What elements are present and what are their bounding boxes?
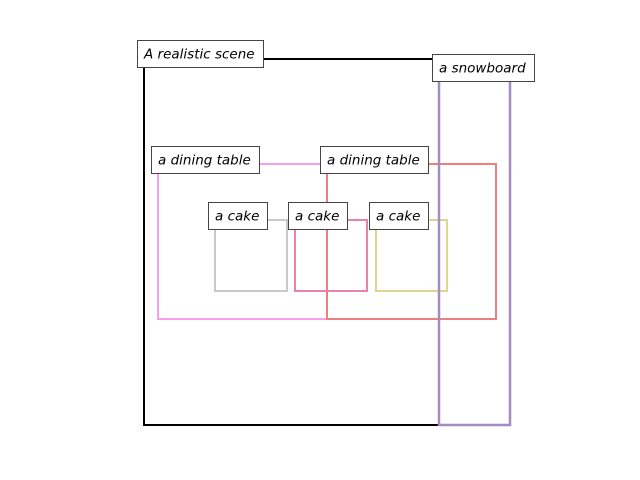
region-label-cake-1: a cake [215,209,259,225]
label-tag-cake-2: a cake [288,202,348,230]
region-label-snowboard: a snowboard [439,61,526,77]
region-box-cake-2 [294,219,368,292]
region-label-dining-table-1: a dining table [158,153,251,169]
label-tag-cake-1: a cake [208,202,268,230]
region-box-snowboard [437,57,512,427]
label-tag-snowboard: a snowboard [432,54,535,82]
region-box-cake-3 [375,219,448,292]
region-box-cake-1 [214,219,288,292]
region-box-dining-table-2 [326,163,497,320]
region-label-cake-3: a cake [376,209,420,225]
label-tag-dining-table-1: a dining table [151,146,260,174]
scene-caption: A realistic scene [143,47,255,63]
region-box-dining-table-1 [157,163,328,320]
region-label-dining-table-2: a dining table [327,153,420,169]
label-tag-dining-table-2: a dining table [320,146,429,174]
label-tag-cake-3: a cake [369,202,429,230]
scene-caption-tag: A realistic scene [137,40,264,68]
region-label-cake-2: a cake [295,209,339,225]
